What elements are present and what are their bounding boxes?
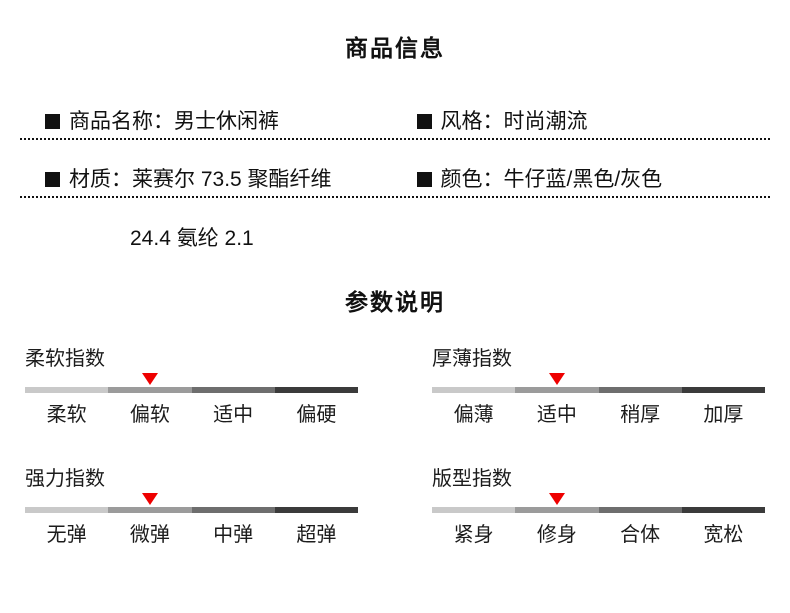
slider-level-label: 偏硬 [296,404,337,426]
slider-track [25,493,358,513]
marker-triangle-icon [548,493,565,505]
slider-level-label: 柔软 [46,404,87,426]
slider-level-label: 偏薄 [453,404,494,426]
track-segment [274,387,358,393]
slider-level-label: 宽松 [703,524,744,546]
slider-level-label: 超弹 [296,524,337,546]
color-cell: 颜色：牛仔蓝/黑色/灰色 [401,167,773,192]
material-text: 材质：莱赛尔 73.5 聚酯纤维 [69,168,332,191]
material-cell: 材质：莱赛尔 73.5 聚酯纤维 [20,167,401,192]
slider-levels: 紧身 修身 合体 宽松 [432,523,765,547]
marker-triangle-icon [141,493,158,505]
slider-track [432,493,765,513]
style-cell: 风格：时尚潮流 [401,109,773,134]
product-info-table: 商品名称：男士休闲裤 风格：时尚潮流 材质：莱赛尔 73.5 聚酯纤维 颜色：牛… [20,82,772,251]
slider-thickness: 厚薄指数 偏薄 适中 稍厚 加厚 [432,347,765,427]
slider-title: 柔软指数 [25,348,105,370]
track-segment [598,507,682,513]
slider-level-label: 微弹 [129,524,170,546]
slider-softness: 柔软指数 柔软 偏软 适中 偏硬 [25,347,358,427]
product-name-text: 商品名称：男士休闲裤 [69,110,279,133]
slider-fit: 版型指数 紧身 修身 合体 宽松 [432,467,765,547]
slider-elasticity: 强力指数 无弹 微弹 中弹 超弹 [25,467,358,547]
slider-title: 强力指数 [25,468,105,490]
parameter-sliders: 柔软指数 柔软 偏软 适中 偏硬 厚薄指数 偏薄 适中 稍厚 加厚 [25,347,765,547]
slider-levels: 柔软 偏软 适中 偏硬 [25,403,358,427]
track-segment [108,387,192,393]
track-segment [25,507,109,513]
slider-level-label: 修身 [536,524,577,546]
track-segment [681,507,765,513]
section-title: 参数说明 [345,289,445,315]
slider-levels: 无弹 微弹 中弹 超弹 [25,523,358,547]
track-segment [432,507,516,513]
slider-level-label: 中弹 [213,524,254,546]
track-segment [681,387,765,393]
color-text: 颜色：牛仔蓝/黑色/灰色 [440,168,663,191]
slider-levels: 偏薄 适中 稍厚 加厚 [432,403,765,427]
track-segment [25,387,109,393]
marker-triangle-icon [548,373,565,385]
slider-level-label: 适中 [536,404,577,426]
material-continuation-text: 24.4 氨纶 2.1 [130,227,254,250]
slider-level-label: 加厚 [703,404,744,426]
slider-track [432,373,765,393]
track-segment [432,387,516,393]
slider-title: 版型指数 [432,468,512,490]
slider-level-label: 适中 [213,404,254,426]
slider-level-label: 偏软 [129,404,170,426]
slider-level-label: 稍厚 [620,404,661,426]
slider-level-label: 无弹 [46,524,87,546]
square-bullet-icon [45,172,60,187]
table-row: 商品名称：男士休闲裤 风格：时尚潮流 [20,82,772,140]
square-bullet-icon [416,172,432,187]
track-segment [515,507,599,513]
slider-track [25,373,358,393]
track-segment [515,387,599,393]
square-bullet-icon [416,114,432,129]
track-segment [274,507,358,513]
square-bullet-icon [45,114,60,129]
slider-level-label: 紧身 [453,524,494,546]
style-text: 风格：时尚潮流 [440,110,588,133]
table-row: 材质：莱赛尔 73.5 聚酯纤维 颜色：牛仔蓝/黑色/灰色 [20,140,772,198]
track-segment [191,387,275,393]
marker-triangle-icon [141,373,158,385]
slider-title: 厚薄指数 [432,348,512,370]
slider-level-label: 合体 [620,524,661,546]
track-segment [108,507,192,513]
page-title: 商品信息 [345,35,445,61]
track-segment [191,507,275,513]
track-segment [598,387,682,393]
product-name-cell: 商品名称：男士休闲裤 [20,109,401,134]
